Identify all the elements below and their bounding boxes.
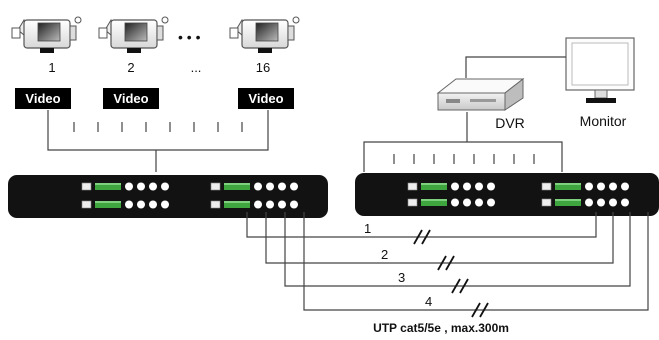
camera-2 xyxy=(98,16,169,54)
dvr-monitor-link xyxy=(465,56,566,78)
camera-gap-label: ... xyxy=(191,60,202,75)
camera-ellipsis: • • • xyxy=(178,29,201,45)
right-output-bus xyxy=(363,112,563,172)
dvr xyxy=(436,77,525,111)
video-badge-2: Video xyxy=(103,88,159,109)
cable-label-4: 4 xyxy=(425,294,432,309)
camera-16 xyxy=(229,16,300,54)
cable-break-marks xyxy=(413,229,489,318)
utp-caption: UTP cat5/5e , max.300m xyxy=(373,321,509,335)
camera-16-label: 16 xyxy=(256,60,270,75)
camera-1-label: 1 xyxy=(48,60,55,75)
svg-text:Video: Video xyxy=(113,91,148,106)
dvr-label: DVR xyxy=(495,115,525,131)
utp-cable-2 xyxy=(265,212,614,264)
video-badge-16: Video xyxy=(238,88,294,109)
cable-label-1: 1 xyxy=(364,221,371,236)
cable-label-2: 2 xyxy=(381,247,388,262)
receiver-rack xyxy=(355,173,659,216)
utp-cable-3 xyxy=(284,212,631,287)
transmitter-rack xyxy=(8,175,328,218)
svg-text:Video: Video xyxy=(25,91,60,106)
camera-1 xyxy=(11,16,82,54)
utp-cable-1 xyxy=(246,212,597,238)
left-video-bus xyxy=(47,110,269,172)
monitor-label: Monitor xyxy=(580,113,627,129)
cable-label-3: 3 xyxy=(398,270,405,285)
monitor xyxy=(565,37,635,103)
camera-2-label: 2 xyxy=(127,60,134,75)
video-badge-1: Video xyxy=(15,88,71,109)
svg-text:Video: Video xyxy=(248,91,283,106)
